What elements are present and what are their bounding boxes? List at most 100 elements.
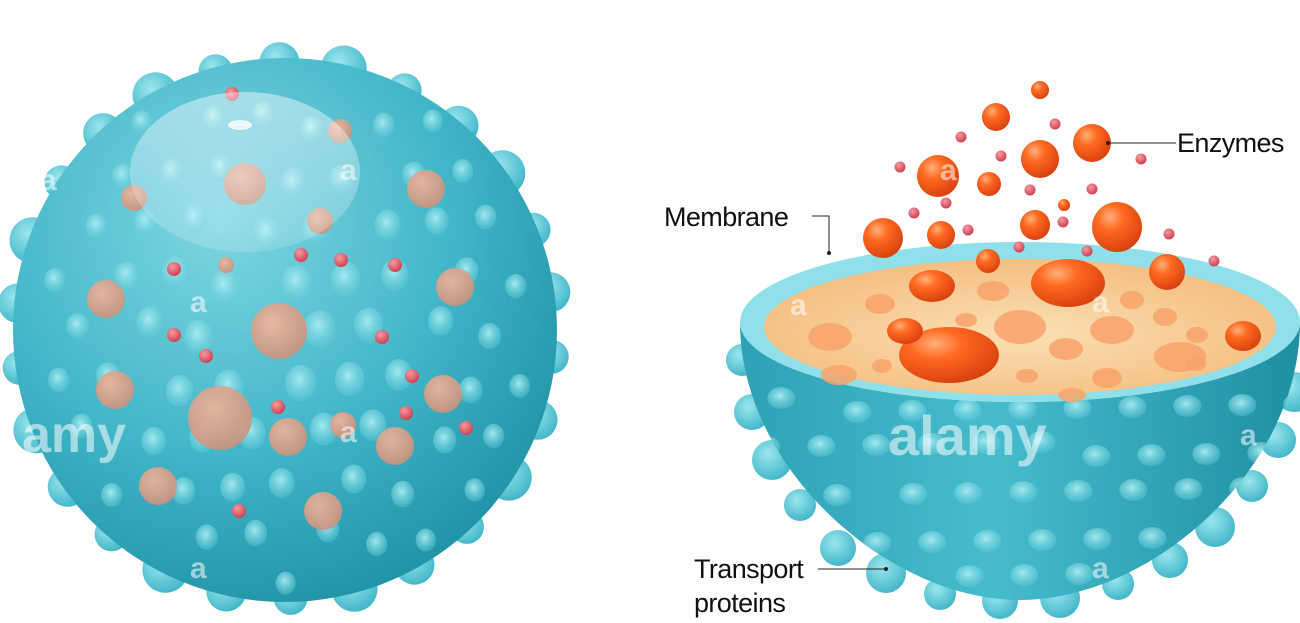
surface-dimple — [953, 399, 982, 421]
surface-dimple — [898, 400, 927, 422]
svg-text:a: a — [1092, 286, 1109, 319]
enzyme-ball — [1021, 140, 1059, 178]
inner-vesicle — [865, 294, 895, 314]
surface-dimple — [131, 110, 152, 134]
small-red-dot — [334, 253, 348, 267]
inner-vesicle — [407, 170, 445, 208]
sphere-inner-dots — [167, 87, 473, 518]
small-enzyme-dot — [995, 150, 1007, 162]
inner-vesicle — [188, 386, 252, 450]
small-enzyme-dot — [1013, 241, 1025, 253]
inner-vesicle — [376, 427, 414, 465]
small-red-dot — [167, 328, 181, 342]
surface-dimple — [171, 477, 196, 505]
svg-text:amy: amy — [22, 406, 126, 464]
surface-dimple — [220, 472, 246, 502]
surface-dimple — [366, 531, 388, 557]
surface-dimple — [285, 364, 317, 402]
small-enzyme-dot — [955, 131, 967, 143]
surface-dimple — [334, 361, 365, 397]
enzyme-ball — [977, 172, 1001, 196]
enzyme-ball — [1020, 210, 1050, 240]
inner-vesicle — [1016, 369, 1038, 383]
inner-vesicle — [1120, 291, 1144, 309]
surface-dimple — [424, 207, 449, 235]
surface-dimple — [1175, 576, 1204, 598]
inner-vesicle — [424, 375, 462, 413]
surface-dimple — [428, 306, 454, 336]
surface-dimple — [1063, 397, 1092, 419]
inner-vesicle — [218, 257, 234, 273]
surface-dimple — [1009, 481, 1038, 503]
surface-dimple — [753, 519, 782, 541]
transport-protein-bump — [1236, 470, 1268, 502]
small-enzyme-dot — [894, 161, 906, 173]
enzymes-label: Enzymes — [1177, 128, 1284, 158]
inner-vesicle — [96, 371, 134, 409]
inner-vesicle — [304, 492, 342, 530]
inner-vesicle — [330, 412, 356, 438]
surface-dimple — [136, 306, 163, 338]
surface-dimple — [862, 434, 891, 456]
surface-dimple — [209, 269, 240, 305]
enzyme-ball — [1031, 81, 1049, 99]
small-enzyme-dot — [1081, 245, 1093, 257]
surface-dimple — [101, 483, 123, 507]
inner-vesicle — [269, 418, 307, 456]
enzyme-ball — [982, 103, 1010, 131]
inner-vesicle — [887, 318, 923, 344]
transport-protein-bump — [820, 530, 856, 566]
surface-dimple — [433, 426, 457, 454]
inner-vesicle — [1058, 388, 1086, 402]
surface-dimple — [973, 530, 1002, 552]
enzyme-ball — [1092, 202, 1142, 252]
enzyme-ball — [1058, 199, 1070, 211]
surface-dimple — [1285, 574, 1300, 596]
surface-dimple — [475, 204, 497, 230]
svg-text:a: a — [790, 552, 807, 585]
surface-dimple — [1138, 527, 1167, 549]
transport-proteins-label-line1: Transport — [694, 554, 804, 584]
surface-dimple — [1228, 394, 1257, 416]
small-enzyme-dot — [940, 197, 952, 209]
surface-dimple — [195, 524, 218, 550]
inner-vesicle — [1153, 308, 1177, 326]
surface-dimple — [459, 376, 483, 404]
surface-dimple — [954, 482, 983, 504]
surface-dimple — [70, 413, 93, 439]
sphere-gloss-highlight — [130, 92, 360, 252]
inner-vesicle — [1225, 321, 1261, 351]
surface-dimple — [955, 565, 984, 587]
surface-dimple — [483, 423, 505, 449]
enzyme-ball — [1149, 254, 1185, 290]
surface-dimple — [184, 319, 214, 355]
surface-dimple — [464, 478, 485, 502]
svg-text:a: a — [40, 164, 57, 197]
inner-vesicle — [808, 323, 852, 351]
small-red-dot — [167, 262, 181, 276]
surface-dimple — [1010, 564, 1039, 586]
surface-dimple — [44, 267, 66, 293]
enzyme-ball — [927, 221, 955, 249]
small-red-dot — [294, 248, 308, 262]
surface-dimple — [1118, 396, 1147, 418]
labels: Enzymes Membrane Transport proteins — [664, 128, 1285, 618]
small-enzyme-dot — [1163, 228, 1175, 240]
inner-vesicle — [899, 327, 999, 383]
surface-dimple — [268, 468, 295, 498]
surface-dimple — [1064, 480, 1093, 502]
surface-dimple — [1173, 395, 1202, 417]
inner-vesicle — [977, 281, 1009, 301]
inner-vesicle — [1186, 327, 1208, 343]
svg-text:a: a — [940, 154, 957, 187]
enzyme-ball — [1073, 124, 1111, 162]
surface-dimple — [166, 375, 194, 407]
svg-text:a: a — [790, 289, 807, 322]
transport-proteins-label-line2: proteins — [694, 588, 785, 618]
surface-dimple — [918, 531, 947, 553]
small-red-dot — [405, 369, 419, 383]
surface-dimple — [505, 273, 527, 299]
svg-text:alamy: alamy — [888, 404, 1047, 467]
surface-dimple — [1248, 525, 1277, 547]
